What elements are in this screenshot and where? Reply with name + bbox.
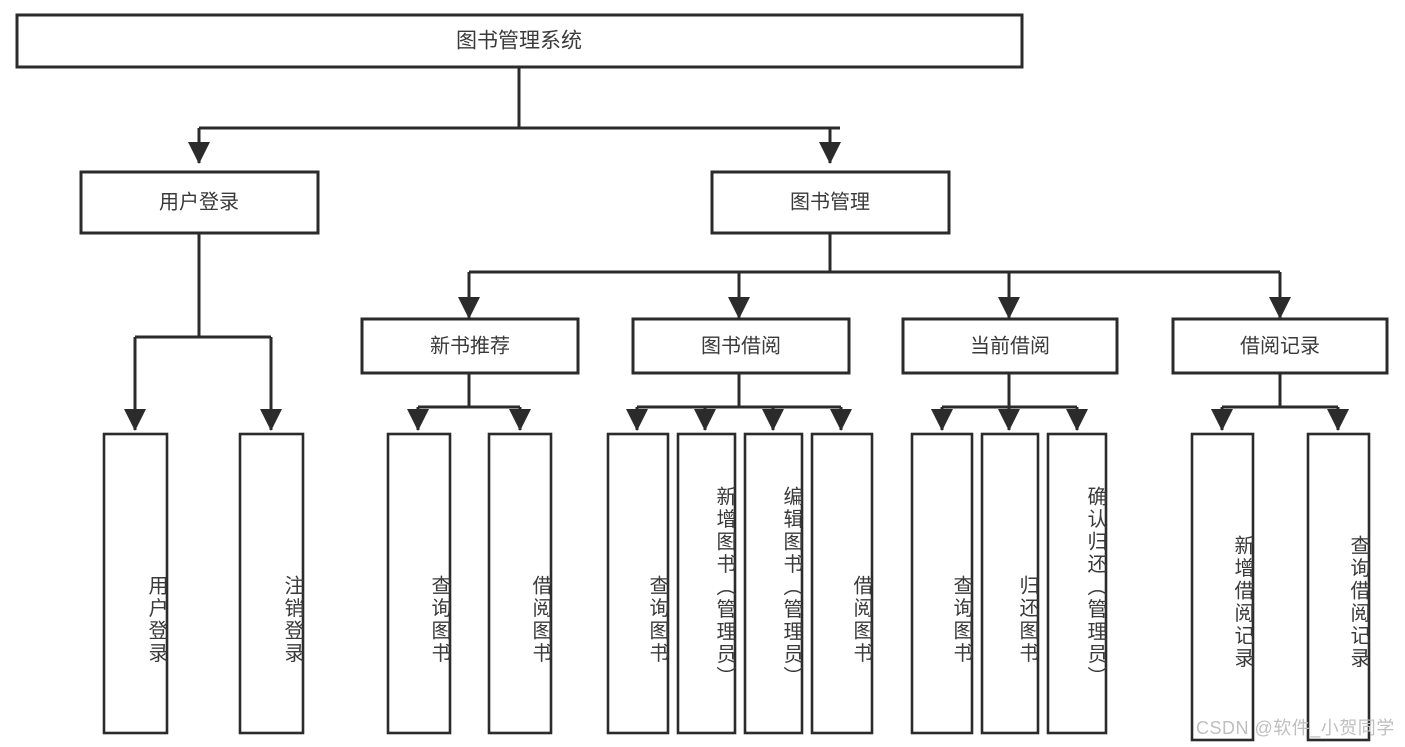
csdn-watermark: CSDN @软件_小贺同学 — [1196, 718, 1395, 738]
node-borrow-record-box[interactable] — [1171, 317, 1389, 375]
leaf-box-new-book-1[interactable] — [386, 432, 452, 735]
node-root-box[interactable] — [15, 13, 1024, 69]
edge-book-manage-children — [458, 233, 1291, 319]
node-borrow-record[interactable]: 借阅记录 — [1171, 317, 1389, 375]
edge-user-login-children — [124, 233, 282, 431]
node-borrow-record-label: 借阅记录 — [1240, 334, 1320, 357]
node-user-login-label: 用户登录 — [159, 190, 239, 213]
edge-new-book-children — [407, 373, 531, 431]
leaf-box-borrow-record-2[interactable] — [1306, 432, 1371, 742]
leaf-box-book-borrow-3[interactable] — [743, 432, 804, 735]
node-new-book-recommend-box[interactable] — [360, 317, 580, 375]
node-current-borrow-label: 当前借阅 — [970, 334, 1050, 357]
leaf-box-book-borrow-4[interactable] — [810, 432, 874, 735]
leaf-box-new-book-2[interactable] — [487, 432, 553, 735]
leaf-box-current-borrow-2[interactable] — [980, 432, 1040, 735]
node-book-borrow-box[interactable] — [631, 317, 851, 375]
leaf-box-user-login-2[interactable] — [238, 432, 305, 735]
node-root[interactable]: 图书管理系统 — [15, 13, 1024, 69]
leaf-box-borrow-record-1[interactable] — [1190, 432, 1255, 742]
node-book-manage-label: 图书管理 — [790, 190, 870, 213]
leaf-box-current-borrow-1[interactable] — [910, 432, 974, 735]
node-book-manage-box[interactable] — [710, 170, 951, 235]
node-book-manage[interactable]: 图书管理 — [710, 170, 951, 235]
leaf-box-book-borrow-2[interactable] — [676, 432, 737, 735]
node-book-borrow[interactable]: 图书借阅 — [631, 317, 851, 375]
node-user-login[interactable]: 用户登录 — [79, 170, 320, 235]
leaf-box-book-borrow-1[interactable] — [606, 432, 670, 735]
edge-root-trunk — [188, 67, 841, 164]
edge-borrow-record-children — [1211, 373, 1349, 431]
node-new-book-recommend-label: 新书推荐 — [430, 334, 510, 357]
node-current-borrow-box[interactable] — [901, 317, 1119, 375]
edge-current-borrow-children — [931, 373, 1088, 431]
node-user-login-box[interactable] — [79, 170, 320, 235]
leaf-box-current-borrow-3[interactable] — [1046, 432, 1108, 735]
edge-book-borrow-children — [626, 373, 852, 431]
node-new-book-recommend[interactable]: 新书推荐 — [360, 317, 580, 375]
node-current-borrow[interactable]: 当前借阅 — [901, 317, 1119, 375]
leaf-box-user-login-1[interactable] — [102, 432, 169, 735]
node-book-borrow-label: 图书借阅 — [701, 334, 781, 357]
node-root-label: 图书管理系统 — [456, 30, 582, 53]
